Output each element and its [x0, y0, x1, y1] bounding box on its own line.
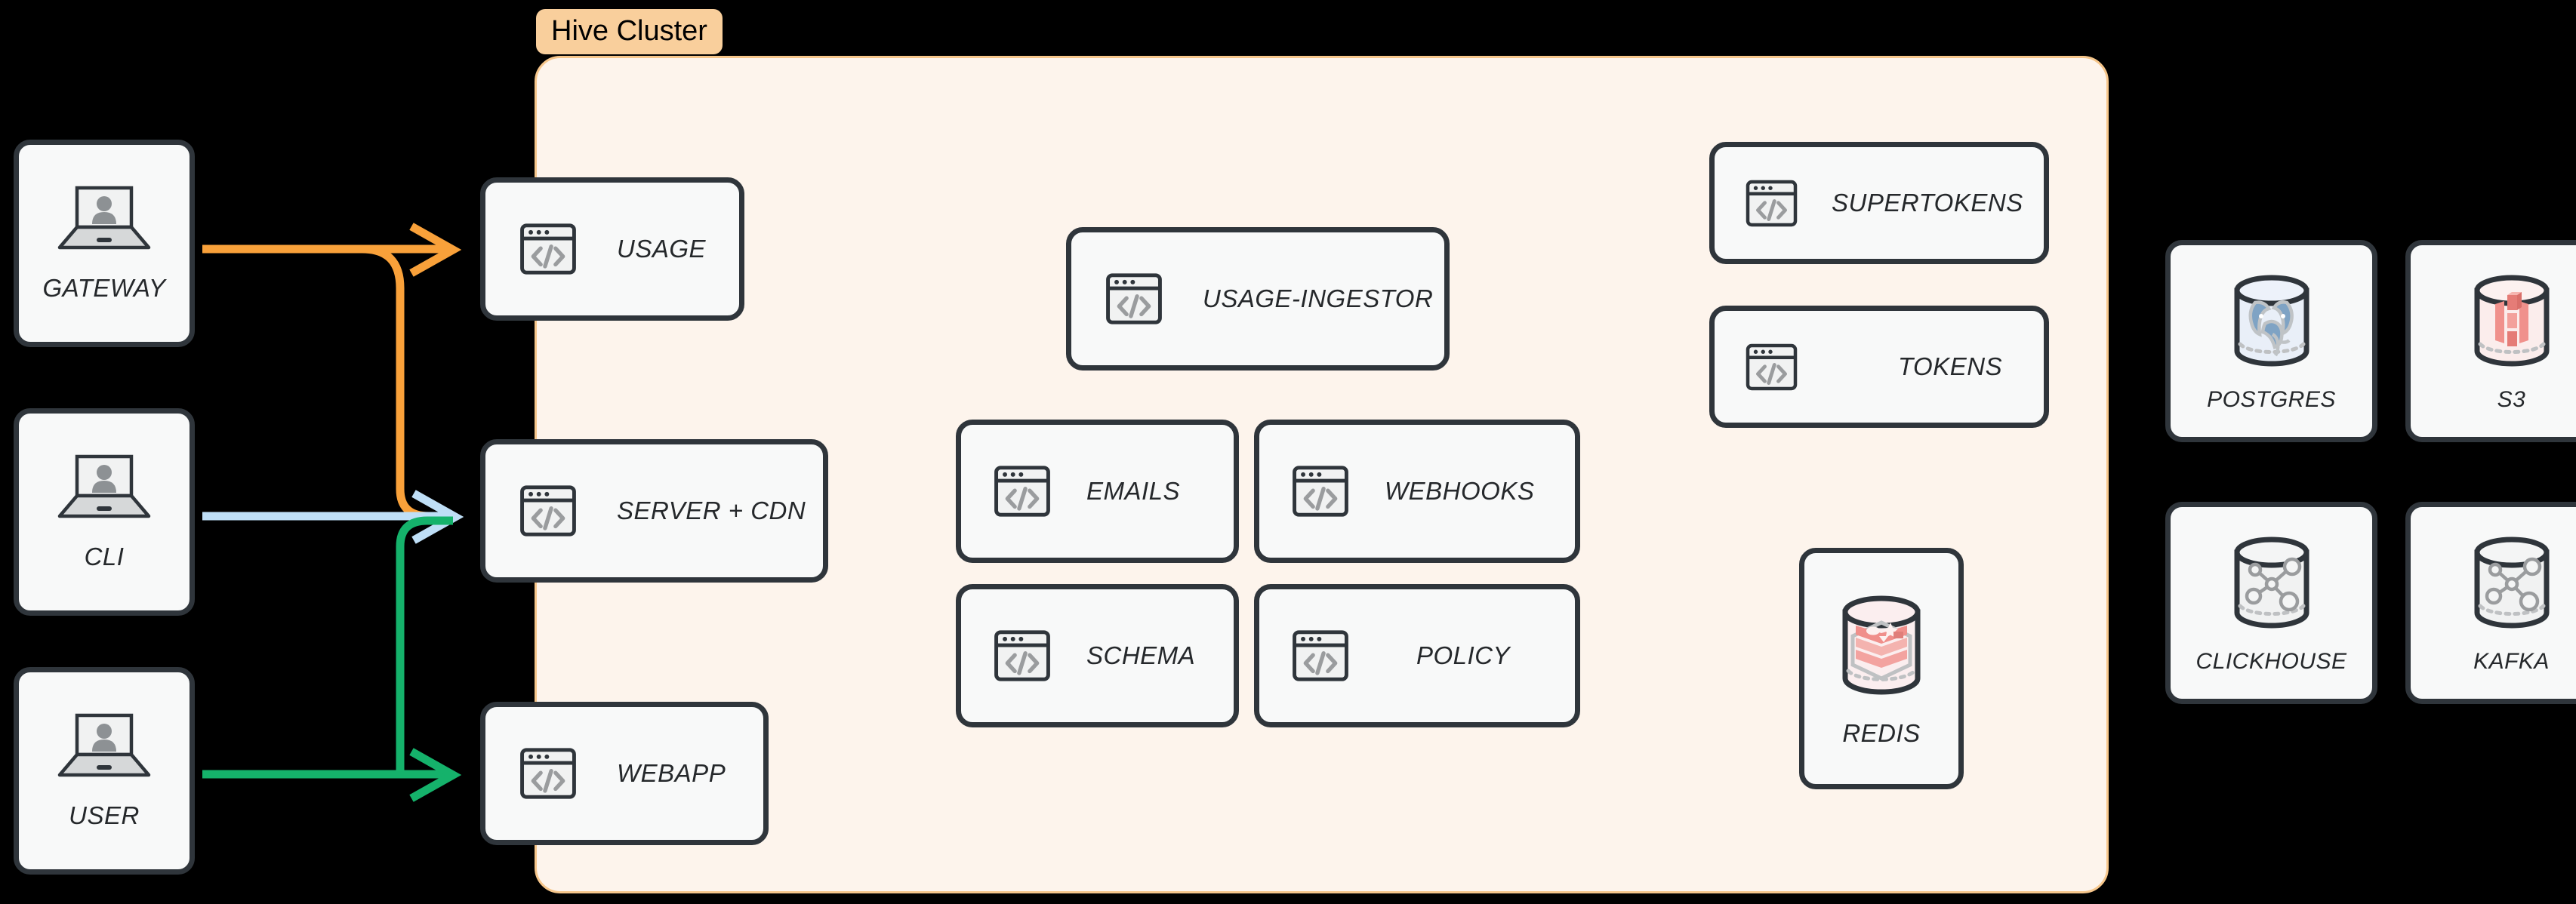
node-user-label: USER — [69, 801, 140, 829]
code-window-icon — [1743, 339, 1800, 395]
node-user[interactable]: USER — [14, 667, 195, 875]
node-webapp-label: WEBAPP — [617, 759, 726, 787]
code-window-icon — [1103, 268, 1165, 330]
kafka-cylinder-icon — [2465, 531, 2559, 637]
node-usage-ingestor-label: USAGE-INGESTOR — [1203, 284, 1434, 312]
clickhouse-cylinder-icon — [2225, 531, 2319, 637]
wire-gateway-server-cdn — [362, 244, 453, 521]
node-cli[interactable]: CLI — [14, 408, 195, 616]
node-emails[interactable]: EMAILS — [956, 420, 1239, 563]
node-schema[interactable]: SCHEMA — [956, 584, 1239, 727]
node-postgres[interactable]: POSTGRES — [2165, 240, 2377, 442]
arrowhead-webapp — [409, 748, 462, 802]
code-window-icon — [1290, 625, 1351, 687]
node-kafka-label: KAFKA — [2473, 649, 2550, 674]
node-supertokens[interactable]: SUPERTOKENS — [1709, 142, 2049, 264]
node-usage[interactable]: USAGE — [480, 177, 744, 321]
code-window-icon — [1290, 460, 1351, 522]
laptop-user-icon — [57, 712, 152, 785]
node-usage-label: USAGE — [617, 235, 707, 263]
code-window-icon — [517, 218, 579, 280]
node-schema-label: SCHEMA — [1086, 641, 1196, 669]
node-webhooks-label: WEBHOOKS — [1385, 477, 1535, 505]
code-window-icon — [1743, 175, 1800, 232]
code-window-icon — [991, 460, 1053, 522]
node-redis[interactable]: REDIS — [1799, 548, 1964, 789]
node-policy-label: POLICY — [1416, 641, 1511, 669]
node-policy[interactable]: POLICY — [1254, 584, 1580, 727]
node-emails-label: EMAILS — [1086, 477, 1181, 505]
node-supertokens-label: SUPERTOKENS — [1832, 189, 2023, 217]
node-s3[interactable]: S3 — [2405, 240, 2576, 442]
arrowhead-server-cdn — [411, 490, 464, 544]
node-gateway-label: GATEWAY — [42, 274, 166, 302]
postgres-cylinder-icon — [2225, 269, 2319, 375]
laptop-user-icon — [57, 184, 152, 257]
node-clickhouse[interactable]: CLICKHOUSE — [2165, 502, 2377, 704]
node-redis-label: REDIS — [1842, 719, 1921, 747]
code-window-icon — [517, 743, 579, 804]
node-webapp[interactable]: WEBAPP — [480, 702, 769, 845]
arrowhead-usage — [409, 223, 462, 277]
node-tokens[interactable]: TOKENS — [1709, 306, 2049, 428]
code-window-icon — [517, 480, 579, 542]
code-window-icon — [991, 625, 1053, 687]
hive-cluster-badge: Hive Cluster — [536, 9, 723, 54]
node-tokens-label: TOKENS — [1898, 352, 2003, 380]
node-kafka[interactable]: KAFKA — [2405, 502, 2576, 704]
redis-cylinder-icon — [1832, 589, 1931, 703]
node-s3-label: S3 — [2497, 387, 2526, 412]
node-gateway[interactable]: GATEWAY — [14, 140, 195, 347]
laptop-user-icon — [57, 453, 152, 526]
wire-user-server-cdn — [396, 516, 453, 775]
node-usage-ingestor[interactable]: USAGE-INGESTOR — [1066, 227, 1450, 371]
node-server-cdn[interactable]: SERVER + CDN — [480, 439, 828, 583]
node-postgres-label: POSTGRES — [2207, 387, 2336, 412]
node-cli-label: CLI — [84, 543, 125, 570]
node-clickhouse-label: CLICKHOUSE — [2195, 649, 2347, 674]
node-server-cdn-label: SERVER + CDN — [617, 497, 806, 524]
s3-cylinder-icon — [2465, 269, 2559, 375]
node-webhooks[interactable]: WEBHOOKS — [1254, 420, 1580, 563]
